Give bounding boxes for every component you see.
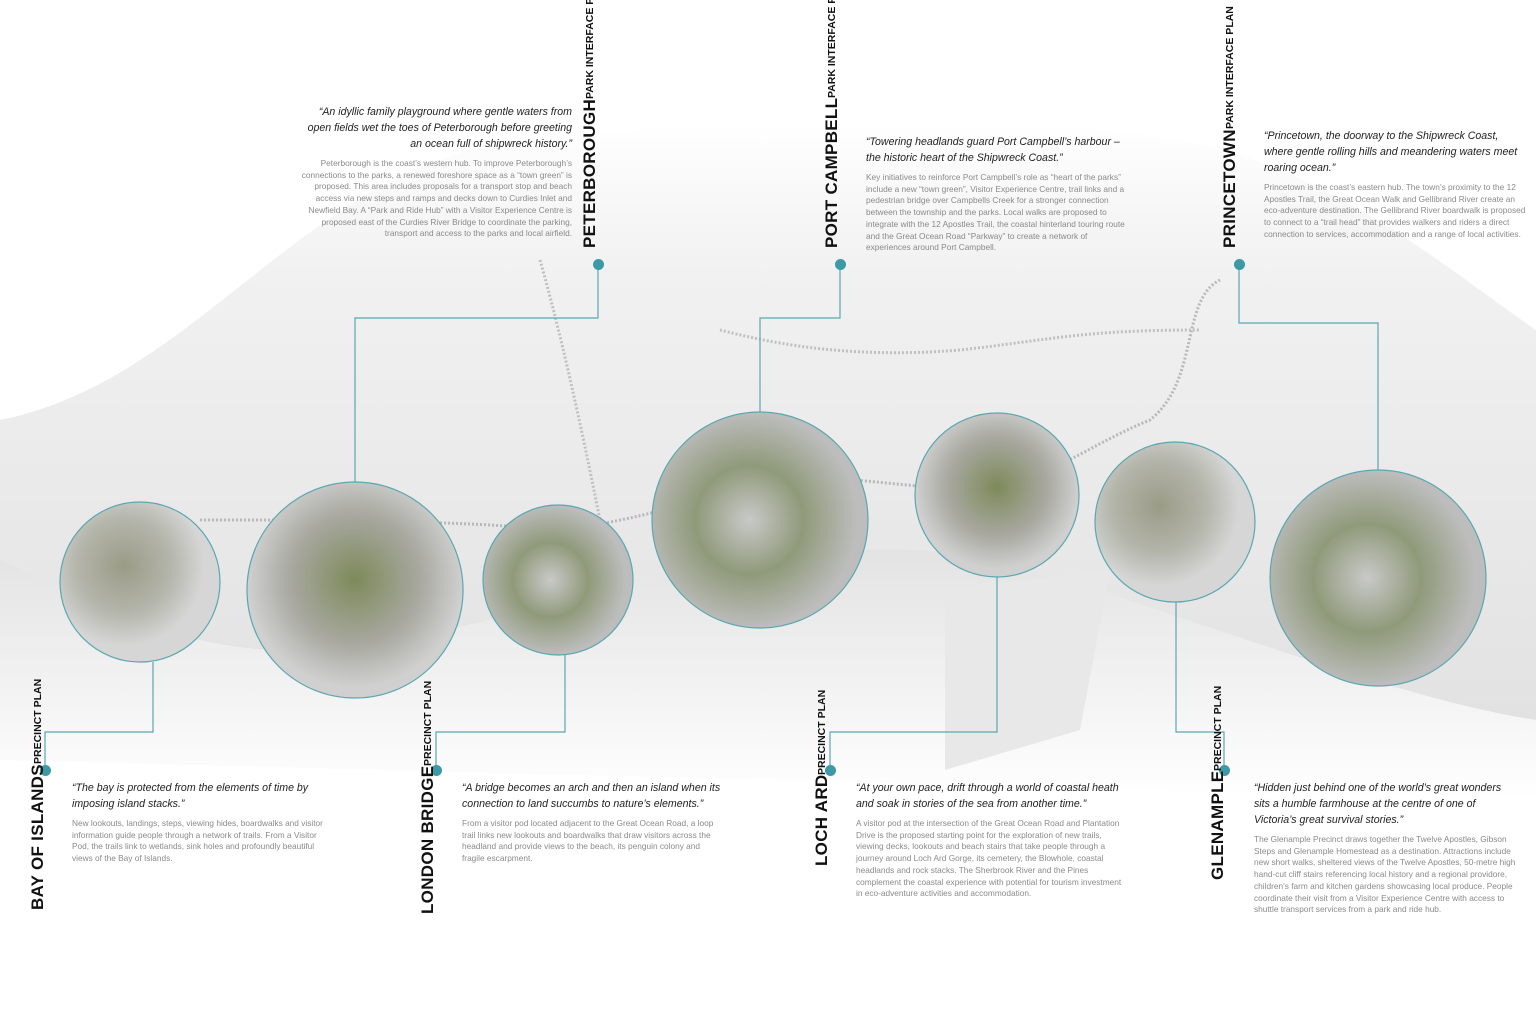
aerial-peterborough: [246, 481, 464, 699]
great-ocean-road: [199, 278, 1221, 532]
title-bay-of-islands: BAY OF ISLANDSPRECINCT PLAN: [28, 679, 48, 910]
title-london-bridge: LONDON BRIDGEPRECINCT PLAN: [418, 680, 438, 914]
title-peterborough: PETERBOROUGHPARK INTERFACE PLAN: [580, 0, 600, 248]
leader-loch-ard: [829, 577, 998, 770]
text-port-campbell: “Towering headlands guard Port Campbell’…: [866, 134, 1128, 254]
leader-port-campbell: [759, 264, 841, 412]
leader-princetown: [1238, 264, 1379, 470]
description: From a visitor pod located adjacent to t…: [462, 818, 714, 864]
aerial-bay-of-islands: [59, 501, 221, 663]
quote: “Princetown, the doorway to the Shipwrec…: [1264, 130, 1518, 174]
precinct-name: PORT CAMPBELL: [822, 97, 841, 248]
text-loch-ard: “At your own pace, drift through a world…: [856, 780, 1122, 900]
leader-glenample: [1175, 602, 1225, 770]
text-glenample: “Hidden just behind one of the world’s g…: [1254, 780, 1516, 916]
aerial-loch-ard: [914, 412, 1080, 578]
description: A visitor pod at the intersection of the…: [856, 818, 1122, 899]
quote: “Hidden just behind one of the world’s g…: [1254, 782, 1502, 826]
text-peterborough: “An idyllic family playground where gent…: [300, 104, 572, 240]
marker-dot: [593, 259, 604, 270]
description: The Glenample Precinct draws together th…: [1254, 834, 1516, 915]
precinct-subtitle: PRECINCT PLAN: [1212, 685, 1224, 771]
ocean: [0, 549, 1536, 800]
leader-peterborough: [354, 264, 599, 482]
aerial-london-bridge: [482, 504, 634, 656]
marker-dot: [1219, 765, 1230, 776]
quote: “At your own pace, drift through a world…: [856, 782, 1119, 810]
title-loch-ard: LOCH ARDPRECINCT PLAN: [812, 689, 832, 866]
title-glenample: GLENAMPLEPRECINCT PLAN: [1208, 685, 1228, 880]
leader-bay-of-islands: [44, 662, 154, 770]
quote: “An idyllic family playground where gent…: [307, 106, 572, 150]
precinct-subtitle: PRECINCT PLAN: [32, 678, 44, 765]
aerial-port-campbell: [651, 411, 869, 629]
description: Peterborough is the coast’s western hub.…: [301, 158, 572, 239]
marker-dot: [431, 765, 442, 776]
text-london-bridge: “A bridge becomes an arch and then an is…: [462, 780, 724, 865]
text-bay-of-islands: “The bay is protected from the elements …: [72, 780, 334, 865]
marker-dot: [835, 259, 846, 270]
description: Key initiatives to reinforce Port Campbe…: [866, 172, 1125, 253]
precinct-subtitle: PRECINCT PLAN: [422, 680, 434, 766]
leader-london-bridge: [435, 655, 566, 770]
precinct-name: LONDON BRIDGE: [418, 765, 437, 914]
precinct-subtitle: PRECINCT PLAN: [816, 689, 828, 775]
marker-dot: [1234, 259, 1245, 270]
aerial-princetown: [1269, 469, 1487, 687]
precinct-subtitle: PARK INTERFACE PLAN: [1224, 6, 1236, 130]
precinct-subtitle: PARK INTERFACE PLAN: [584, 0, 596, 99]
quote: “The bay is protected from the elements …: [72, 782, 309, 810]
quote: “Towering headlands guard Port Campbell’…: [866, 136, 1120, 164]
text-princetown: “Princetown, the doorway to the Shipwrec…: [1264, 128, 1526, 241]
precinct-subtitle: PARK INTERFACE PLAN: [826, 0, 838, 98]
precinct-name: LOCH ARD: [812, 774, 831, 866]
aerial-glenample: [1094, 441, 1256, 603]
title-princetown: PRINCETOWNPARK INTERFACE PLAN: [1220, 6, 1240, 248]
precinct-name: GLENAMPLE: [1208, 770, 1227, 880]
quote: “A bridge becomes an arch and then an is…: [462, 782, 721, 810]
title-port-campbell: PORT CAMPBELLPARK INTERFACE PLAN: [822, 0, 842, 248]
marker-dot: [40, 765, 51, 776]
precinct-name: PETERBOROUGH: [580, 98, 599, 248]
description: Princetown is the coast’s eastern hub. T…: [1264, 182, 1526, 239]
marker-dot: [825, 765, 836, 776]
precinct-name: BAY OF ISLANDS: [28, 764, 47, 910]
precinct-name: PRINCETOWN: [1220, 129, 1239, 248]
description: New lookouts, landings, steps, viewing h…: [72, 818, 323, 864]
shadow-plane: [945, 570, 1110, 770]
